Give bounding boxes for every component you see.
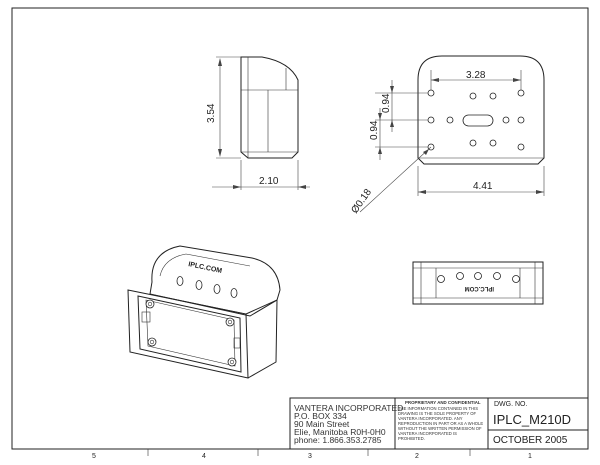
zone-label-2: 2	[415, 453, 419, 460]
dwg-no: IPLC_M210D	[493, 412, 571, 427]
iso-embossed-text: IPLC.COM	[188, 261, 223, 275]
bottom-embossed-text: IPLC.COM	[465, 285, 494, 291]
zone-label-1: 1	[528, 453, 532, 460]
dim-width-front: 4.41	[473, 181, 493, 192]
dim-hole-spacing: 3.28	[466, 70, 486, 81]
notice-line-3: VANTERA INCORPORATED. ANY	[398, 416, 463, 421]
company-city: Elie, Manitoba R0H-0H0	[294, 427, 386, 437]
company-po-box: P.O. BOX 334	[294, 411, 347, 421]
notice-line-5: WITHOUT THE WRITTEN PERMISSION OF	[398, 426, 482, 431]
company-street: 90 Main Street	[294, 419, 350, 429]
drawing-date: OCTOBER 2005	[493, 435, 568, 446]
dim-width-side: 2.10	[259, 176, 279, 187]
zone-ticks	[147, 449, 471, 456]
title-block	[289, 397, 589, 450]
dim-height-side: 3.54	[206, 103, 217, 123]
company-phone: phone: 1.866.353.2785	[294, 435, 382, 445]
dim-hole-diameter: Ø0.18	[349, 187, 374, 216]
side-view	[212, 56, 310, 190]
notice-line-7: PROHIBITED.	[398, 436, 425, 441]
notice-line-6: VANTERA INCORPORATED IS	[398, 431, 457, 436]
notice-line-4: REPRODUCTION IN PART OR AS A WHOLE	[398, 421, 483, 426]
dim-vert-upper: 0.94	[381, 93, 392, 113]
notice-line-1: THE INFORMATION CONTAINED IN THIS	[398, 406, 478, 411]
sheet-border	[11, 7, 589, 450]
dwg-no-label: DWG. NO.	[494, 401, 527, 408]
zone-label-4: 4	[202, 453, 206, 460]
zone-label-5: 5	[92, 453, 96, 460]
company-name: VANTERA INCORPORATED	[294, 403, 403, 413]
notice-heading: PROPRIETARY AND CONFIDENTIAL	[405, 400, 481, 405]
bottom-view	[412, 261, 544, 305]
isometric-view	[127, 245, 281, 379]
notice-line-2: DRAWING IS THE SOLE PROPERTY OF	[398, 411, 476, 416]
dim-vert-lower: 0.94	[369, 120, 380, 140]
zone-label-3: 3	[308, 453, 312, 460]
front-view	[359, 55, 545, 213]
